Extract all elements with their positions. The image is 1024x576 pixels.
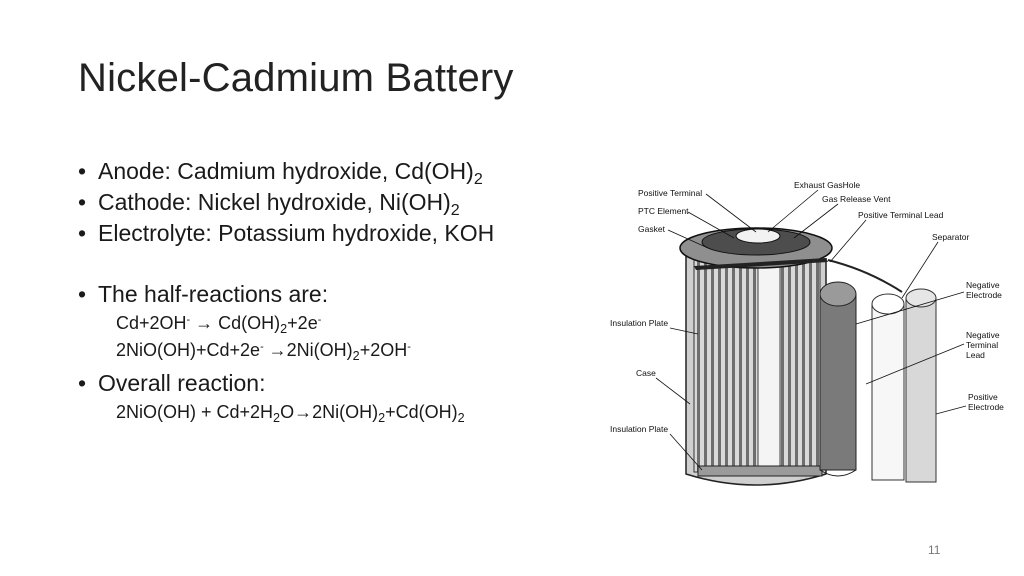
positive-electrode-sheet <box>905 297 937 483</box>
label-positive-terminal: Positive Terminal <box>638 188 702 198</box>
label-exhaust-gas-hole: Exhaust GasHole <box>794 180 860 190</box>
separator-sheet <box>871 303 905 481</box>
label-separator: Separator <box>932 232 969 242</box>
reaction-cathode: 2NiO(OH)+Cd+2e- →2Ni(OH)2+2OH- <box>116 340 411 363</box>
bullet-list: Anode: Cadmium hydroxide, Cd(OH)2 Cathod… <box>78 156 598 426</box>
diagram-labels: Positive Terminal PTC Element Gasket Exh… <box>610 180 1004 434</box>
separator-strip <box>757 257 781 473</box>
bullet-cathode: Cathode: Nickel hydroxide, Ni(OH)2 <box>78 187 598 218</box>
reaction-anode: Cd+2OH- → Cd(OH)2+2e- <box>116 313 322 336</box>
bullet-anode: Anode: Cadmium hydroxide, Cd(OH)2 <box>78 156 598 187</box>
battery-diagram-svg: Positive Terminal PTC Element Gasket Exh… <box>610 180 1004 486</box>
insulation-plate-top-shape <box>694 258 828 270</box>
bottom-insulation-plate <box>697 465 823 477</box>
label-positive-terminal-lead: Positive Terminal Lead <box>858 210 944 220</box>
label-gasket: Gasket <box>638 224 666 234</box>
electrode-stack <box>693 257 821 473</box>
positive-terminal-cap <box>735 228 781 244</box>
label-ptc-element: PTC Element <box>638 206 689 216</box>
battery-cutaway-diagram: Positive Terminal PTC Element Gasket Exh… <box>606 174 1004 500</box>
label-insulation-plate-top: Insulation Plate <box>610 318 668 328</box>
label-negative-terminal-lead-2: Terminal <box>966 340 998 350</box>
bullet-half-reactions: The half-reactions are: <box>78 279 598 310</box>
leader-lines <box>655 189 967 471</box>
label-positive-electrode-2: Electrode <box>968 402 1004 412</box>
negative-electrode-sheet <box>819 293 857 471</box>
label-negative-electrode-2: Electrode <box>966 290 1002 300</box>
bullet-electrolyte: Electrolyte: Potassium hydroxide, KOH <box>78 218 598 249</box>
label-case: Case <box>636 368 656 378</box>
reaction-overall: 2NiO(OH) + Cd+2H2O→2Ni(OH)2+Cd(OH)2 <box>116 402 465 425</box>
bullet-overall-reaction: Overall reaction: <box>78 368 598 399</box>
page-number: 11 <box>928 543 941 557</box>
label-positive-electrode-1: Positive <box>968 392 998 402</box>
label-negative-terminal-lead-3: Lead <box>966 350 985 360</box>
label-gas-release-vent: Gas Release Vent <box>822 194 891 204</box>
label-negative-electrode-1: Negative <box>966 280 1000 290</box>
label-negative-terminal-lead-1: Negative <box>966 330 1000 340</box>
slide-title: Nickel-Cadmium Battery <box>78 56 514 100</box>
label-insulation-plate-bottom: Insulation Plate <box>610 424 668 434</box>
